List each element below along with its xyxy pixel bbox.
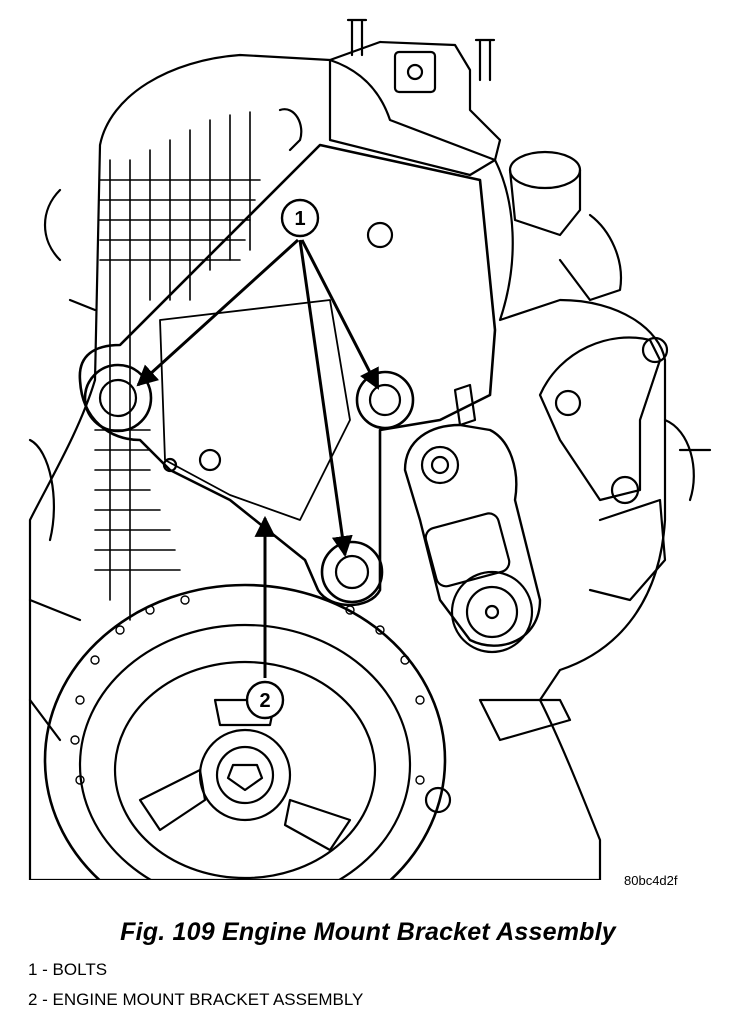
timing-cover xyxy=(28,53,667,880)
callout-arrows-bolts xyxy=(136,238,380,558)
arrow-to-bottom-bolt xyxy=(298,239,353,558)
engine-illustration: 1 2 xyxy=(28,18,712,880)
top-bracket xyxy=(328,40,502,177)
svg-text:1: 1 xyxy=(294,208,305,230)
bolt-left xyxy=(83,363,153,433)
figure-caption: Fig. 109 Engine Mount Bracket Assembly xyxy=(120,918,616,946)
figure-code: 80bc4d2f xyxy=(624,873,678,888)
legend-item: 2 - ENGINE MOUNT BRACKET ASSEMBLY xyxy=(28,990,364,1009)
legend-item: 1 - BOLTS xyxy=(28,960,108,979)
accessory-bracket xyxy=(538,336,712,602)
bolt-bottom xyxy=(320,540,384,604)
callout-1: 1 xyxy=(280,198,320,238)
mount-bracket xyxy=(78,143,497,607)
belt-tensioner xyxy=(403,383,542,654)
arrow-to-left-bolt xyxy=(136,238,300,387)
svg-text:2: 2 xyxy=(259,690,270,712)
bolt-right xyxy=(355,370,415,430)
arrow-to-right-bolt xyxy=(300,239,380,390)
crankshaft-pulley xyxy=(43,583,447,880)
callout-2: 2 xyxy=(245,680,285,720)
